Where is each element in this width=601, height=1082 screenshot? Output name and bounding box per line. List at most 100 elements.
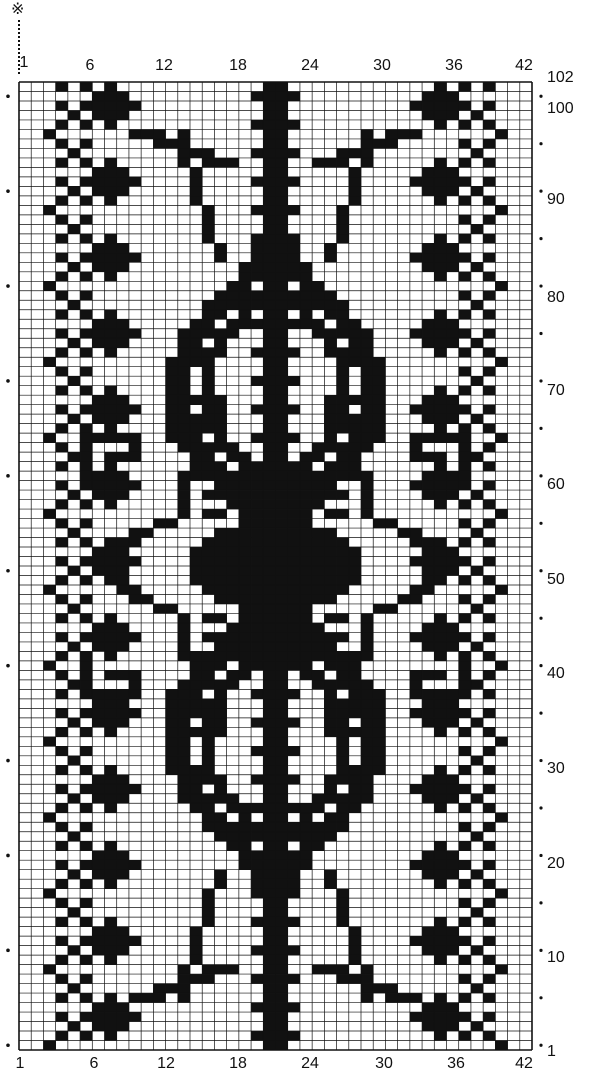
filled-stitch-cell: [68, 338, 80, 348]
filled-stitch-cell: [483, 272, 495, 282]
filled-stitch-cell: [214, 642, 226, 652]
filled-stitch-cell: [276, 405, 288, 415]
filled-stitch-cell: [263, 803, 275, 813]
filled-stitch-cell: [202, 708, 214, 718]
filled-stitch-cell: [129, 680, 141, 690]
filled-stitch-cell: [263, 594, 275, 604]
filled-stitch-cell: [312, 500, 324, 510]
filled-stitch-cell: [422, 177, 434, 187]
filled-stitch-cell: [495, 1041, 507, 1051]
filled-stitch-cell: [117, 243, 129, 253]
filled-stitch-cell: [337, 889, 349, 899]
filled-stitch-cell: [129, 481, 141, 491]
filled-stitch-cell: [263, 91, 275, 101]
filled-stitch-cell: [324, 490, 336, 500]
filled-stitch-cell: [276, 186, 288, 196]
filled-stitch-cell: [288, 528, 300, 538]
filled-stitch-cell: [263, 898, 275, 908]
filled-stitch-cell: [276, 965, 288, 975]
filled-stitch-cell: [263, 196, 275, 206]
filled-stitch-cell: [459, 898, 471, 908]
filled-stitch-cell: [214, 509, 226, 519]
filled-stitch-cell: [227, 965, 239, 975]
filled-stitch-cell: [214, 547, 226, 557]
filled-stitch-cell: [276, 879, 288, 889]
filled-stitch-cell: [251, 234, 263, 244]
filled-stitch-cell: [434, 936, 446, 946]
filled-stitch-cell: [276, 329, 288, 339]
filled-stitch-cell: [324, 462, 336, 472]
filled-stitch-cell: [56, 993, 68, 1003]
filled-stitch-cell: [288, 462, 300, 472]
filled-stitch-cell: [288, 566, 300, 576]
filled-stitch-cell: [227, 651, 239, 661]
filled-stitch-cell: [227, 642, 239, 652]
filled-stitch-cell: [276, 889, 288, 899]
filled-stitch-cell: [117, 632, 129, 642]
filled-stitch-cell: [434, 414, 446, 424]
filled-stitch-cell: [349, 708, 361, 718]
filled-stitch-cell: [483, 462, 495, 472]
filled-stitch-cell: [202, 424, 214, 434]
filled-stitch-cell: [251, 661, 263, 671]
right-row-dot: [539, 522, 542, 525]
filled-stitch-cell: [483, 424, 495, 434]
filled-stitch-cell: [447, 262, 459, 272]
filled-stitch-cell: [105, 395, 117, 405]
filled-stitch-cell: [117, 167, 129, 177]
filled-stitch-cell: [276, 243, 288, 253]
filled-stitch-cell: [288, 405, 300, 415]
filled-stitch-cell: [324, 651, 336, 661]
filled-stitch-cell: [349, 575, 361, 585]
filled-stitch-cell: [166, 367, 178, 377]
filled-stitch-cell: [459, 329, 471, 339]
filled-stitch-cell: [105, 1003, 117, 1013]
filled-stitch-cell: [178, 689, 190, 699]
filled-stitch-cell: [459, 177, 471, 187]
filled-stitch-cell: [361, 765, 373, 775]
filled-stitch-cell: [337, 300, 349, 310]
filled-stitch-cell: [239, 452, 251, 462]
filled-stitch-cell: [361, 708, 373, 718]
filled-stitch-cell: [447, 186, 459, 196]
filled-stitch-cell: [263, 765, 275, 775]
filled-stitch-cell: [227, 841, 239, 851]
filled-stitch-cell: [178, 443, 190, 453]
filled-stitch-cell: [361, 148, 373, 158]
filled-stitch-cell: [276, 1041, 288, 1051]
filled-stitch-cell: [117, 101, 129, 111]
filled-stitch-cell: [471, 832, 483, 842]
filled-stitch-cell: [80, 519, 92, 529]
filled-stitch-cell: [349, 414, 361, 424]
filled-stitch-cell: [263, 1022, 275, 1032]
filled-stitch-cell: [178, 395, 190, 405]
filled-stitch-cell: [202, 803, 214, 813]
filled-stitch-cell: [276, 205, 288, 215]
filled-stitch-cell: [68, 946, 80, 956]
filled-stitch-cell: [410, 594, 422, 604]
filled-stitch-cell: [349, 471, 361, 481]
filled-stitch-cell: [263, 433, 275, 443]
filled-stitch-cell: [178, 965, 190, 975]
filled-stitch-cell: [105, 158, 117, 168]
filled-stitch-cell: [92, 1012, 104, 1022]
filled-stitch-cell: [410, 784, 422, 794]
filled-stitch-cell: [349, 462, 361, 472]
filled-stitch-cell: [459, 310, 471, 320]
filled-stitch-cell: [105, 993, 117, 1003]
filled-stitch-cell: [447, 784, 459, 794]
filled-stitch-cell: [434, 699, 446, 709]
filled-stitch-cell: [166, 756, 178, 766]
filled-stitch-cell: [337, 376, 349, 386]
filled-stitch-cell: [56, 917, 68, 927]
filled-stitch-cell: [129, 632, 141, 642]
filled-stitch-cell: [495, 585, 507, 595]
filled-stitch-cell: [263, 775, 275, 785]
filled-stitch-cell: [80, 974, 92, 984]
filled-stitch-cell: [105, 424, 117, 434]
filled-stitch-cell: [324, 405, 336, 415]
filled-stitch-cell: [276, 784, 288, 794]
filled-stitch-cell: [459, 433, 471, 443]
filled-stitch-cell: [422, 623, 434, 633]
filled-stitch-cell: [288, 538, 300, 548]
